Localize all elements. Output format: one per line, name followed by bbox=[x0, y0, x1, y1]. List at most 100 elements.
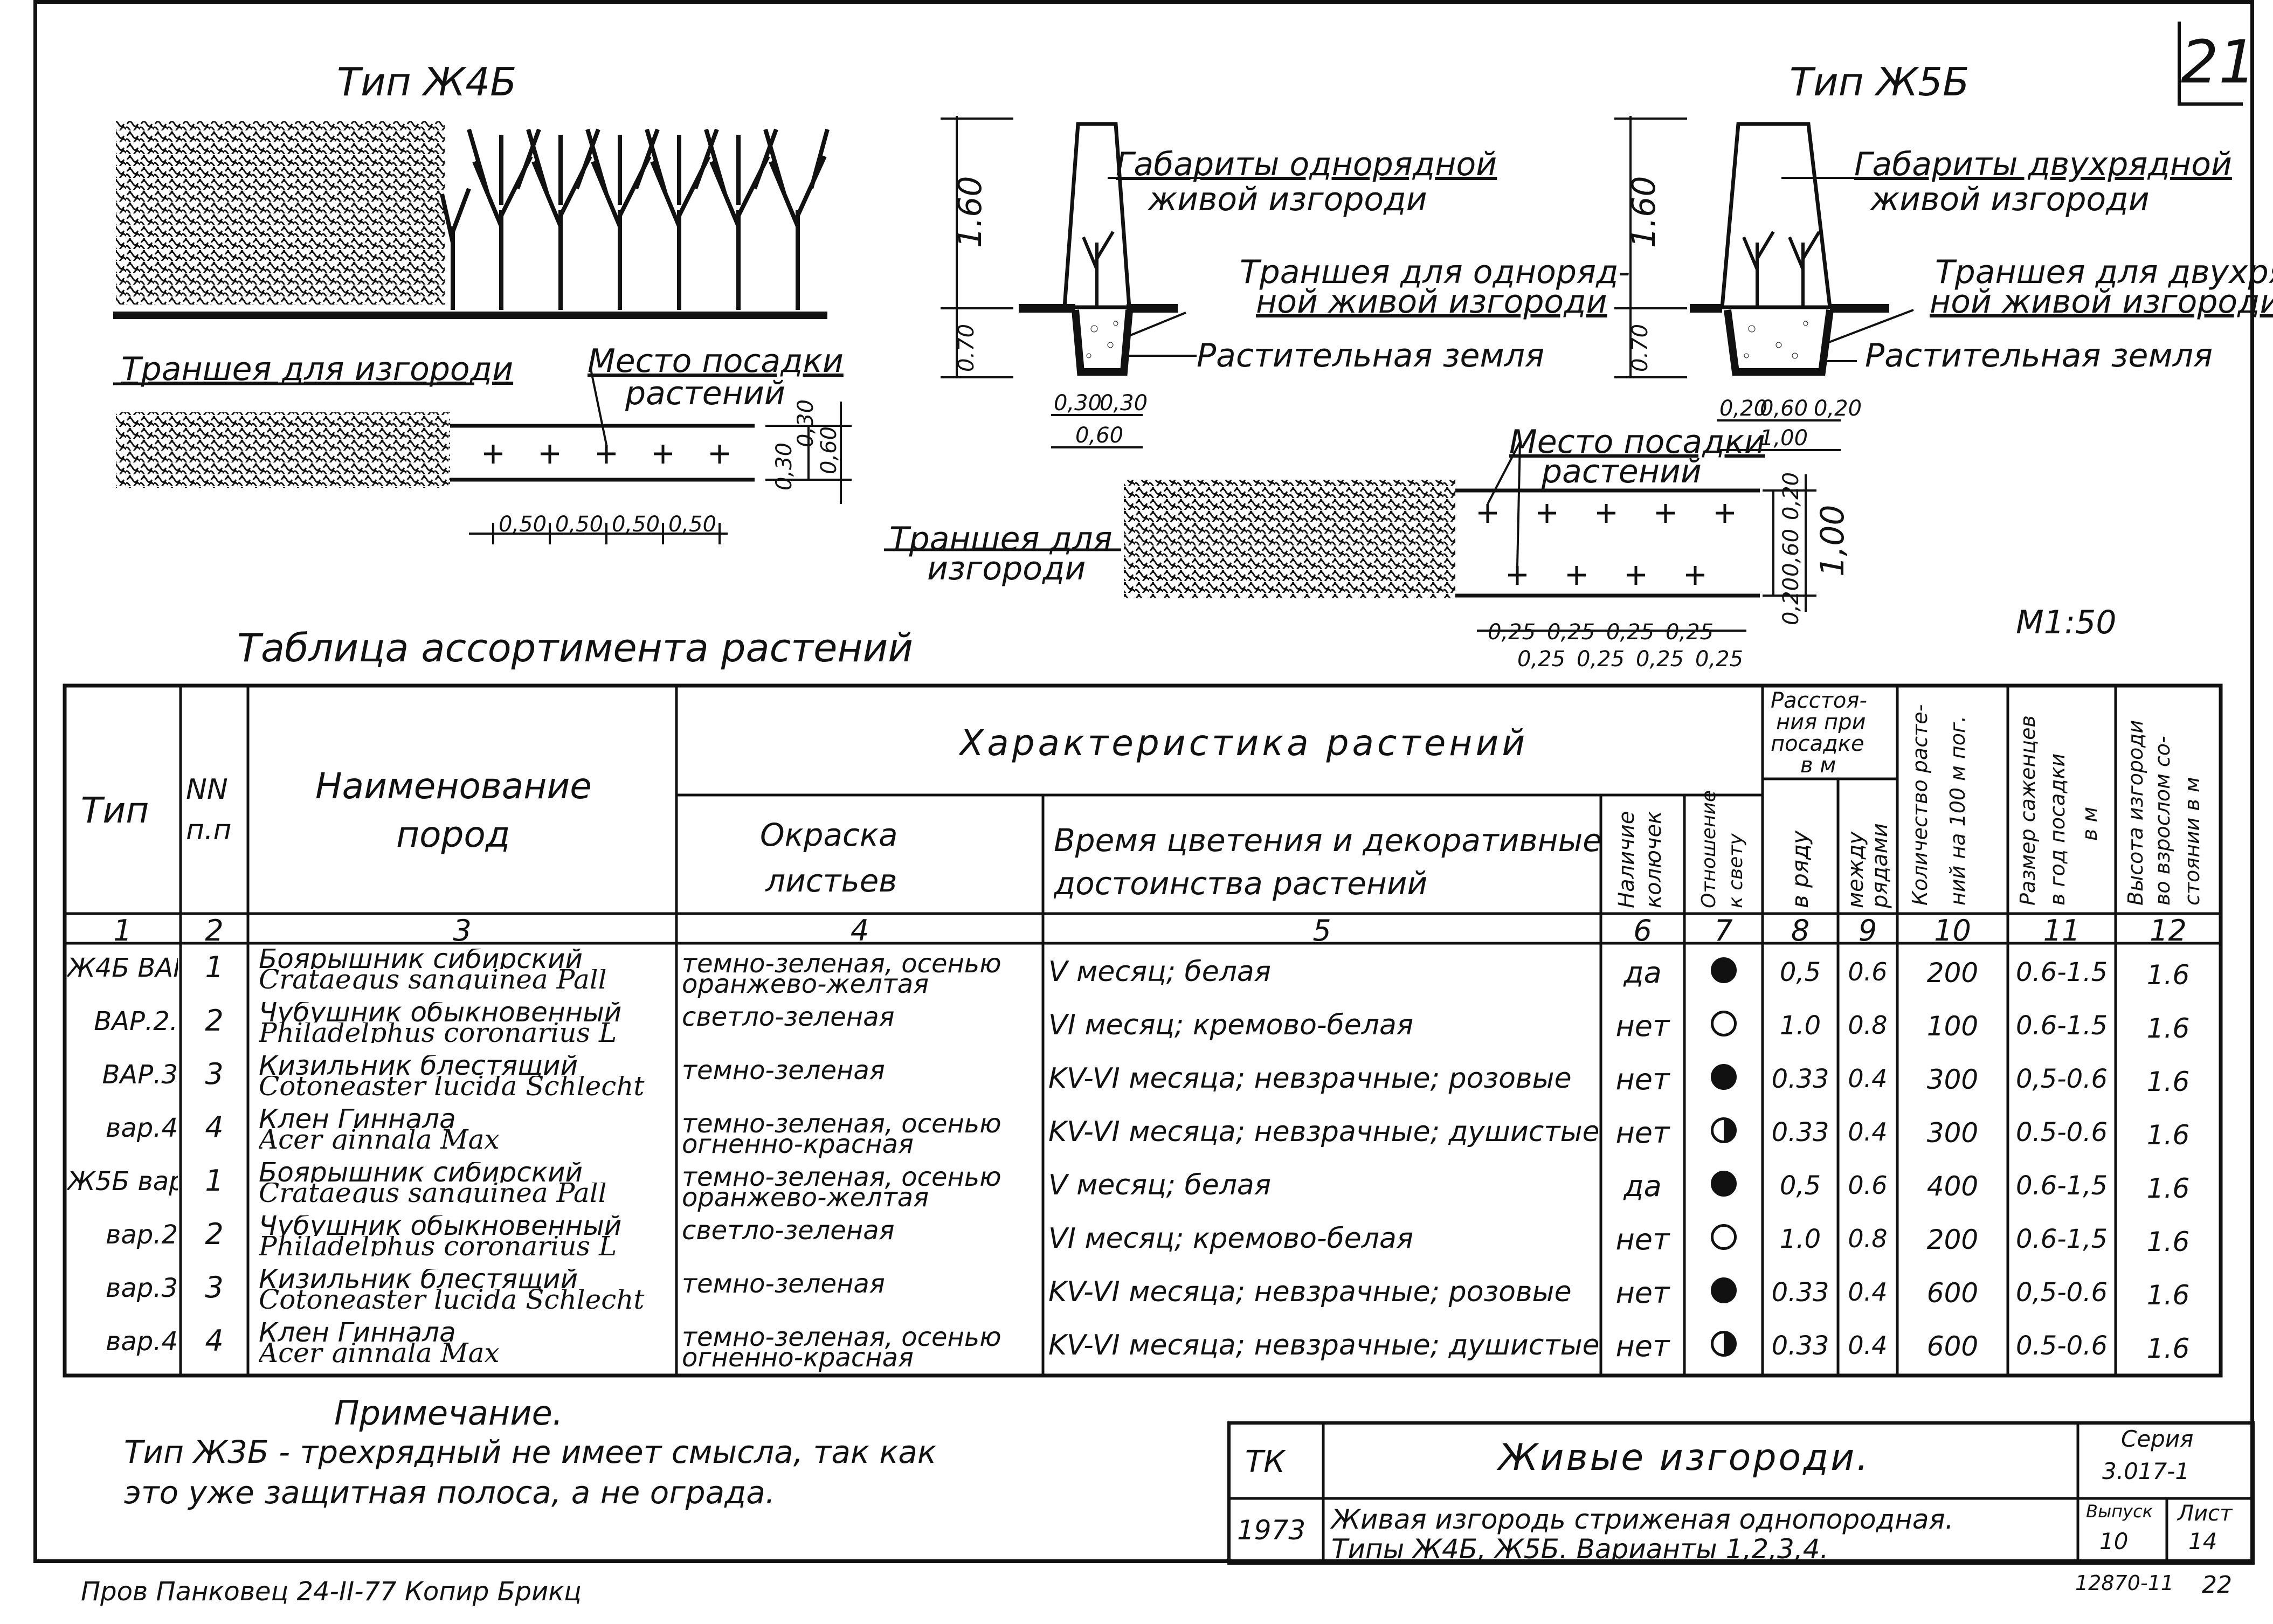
note-line-1: Тип Ж3Б - трехрядный не имеет смысла, та… bbox=[124, 1434, 937, 1470]
right-plan bbox=[884, 441, 1816, 632]
row-height: 1.6 bbox=[2146, 1226, 2190, 1257]
row-size: 0.6-1.5 bbox=[2016, 957, 2108, 987]
row-color-2: оранжево-желтая bbox=[682, 969, 929, 999]
row-count: 300 bbox=[1926, 1064, 1979, 1095]
double-soil: Растительная земля bbox=[1865, 337, 2213, 375]
row-color-1: темно-зеленая bbox=[682, 1055, 885, 1086]
row-between: 0.8 bbox=[1848, 1224, 1888, 1253]
row-name-latin: Crataegus sanguinea Pall bbox=[259, 1183, 607, 1203]
note-title: Примечание. bbox=[334, 1393, 563, 1433]
row-light bbox=[1684, 1171, 1763, 1197]
column-number-11: 11 bbox=[2043, 914, 2081, 948]
row-name-ru: Клен Гиннала bbox=[259, 1109, 456, 1129]
header-type: Тип bbox=[81, 790, 149, 831]
single-trench-1: Траншея для одноряд- bbox=[1240, 253, 1631, 291]
row-light bbox=[1684, 1224, 1763, 1250]
row-color-1: темно-зеленая, осенью bbox=[682, 949, 1001, 979]
row-bloom: KV-VI месяца; невзрачные; душистые bbox=[1048, 1116, 1598, 1148]
left-plan-side-3: 0,60 bbox=[817, 426, 841, 474]
row-name-latin: Philadelphus coronarius L bbox=[259, 1236, 617, 1256]
type-left-title: Тип Ж4Б bbox=[337, 59, 517, 105]
row-count: 400 bbox=[1926, 1171, 1979, 1202]
right-plan-bottom-dim-2: 0,25 bbox=[1577, 647, 1625, 672]
row-height: 1.6 bbox=[2146, 1066, 2190, 1097]
row-bloom: KV-VI месяца; невзрачные; душистые bbox=[1048, 1329, 1598, 1362]
row-color-2: оранжево-желтая bbox=[682, 1183, 929, 1213]
row-between: 0.8 bbox=[1848, 1011, 1888, 1040]
double-bottom-dim-1: 0,20 bbox=[1719, 396, 1768, 421]
double-height-bottom: 0.70 bbox=[1628, 323, 1653, 372]
row-bloom: VI месяц; кремово-белая bbox=[1048, 1222, 1414, 1255]
column-number-8: 8 bbox=[1791, 914, 1810, 948]
row-count: 200 bbox=[1926, 957, 1979, 989]
column-number-6: 6 bbox=[1633, 914, 1652, 948]
row-size: 0,5-0.6 bbox=[2016, 1064, 2108, 1094]
header-size-1: Размер саженцев bbox=[2016, 715, 2040, 906]
table-title: Таблица ассортимента растений bbox=[237, 625, 914, 671]
single-soil: Растительная земля bbox=[1197, 337, 1545, 375]
stamp-title: Живые изгороди. bbox=[1498, 1436, 1870, 1479]
double-gabarit-2: живой изгороди bbox=[1870, 181, 2150, 218]
single-bottom-dim-1: 0,30 bbox=[1054, 391, 1102, 416]
right-plan-side-4: 1,00 bbox=[1814, 505, 1851, 577]
row-thorns: нет bbox=[1615, 1062, 1670, 1096]
row-count: 600 bbox=[1926, 1277, 1979, 1309]
row-count: 100 bbox=[1926, 1011, 1979, 1042]
row-light bbox=[1684, 1064, 1763, 1090]
stamp-org: ТК bbox=[1245, 1445, 1285, 1480]
row-in-row: 0.33 bbox=[1771, 1064, 1829, 1094]
header-bloom-1: Время цветения и декоративные bbox=[1054, 822, 1602, 859]
footer-page: 22 bbox=[2202, 1571, 2232, 1599]
row-name-ru: Боярышник сибирский bbox=[259, 949, 583, 969]
double-bottom-dim-2: 0,60 bbox=[1760, 396, 1808, 421]
right-place-label-2: растений bbox=[1542, 453, 1702, 490]
header-light-1: Отношение bbox=[1698, 790, 1720, 908]
row-height: 1.6 bbox=[2146, 1173, 2190, 1204]
right-plan-top-dim-3: 0,25 bbox=[1606, 620, 1655, 645]
header-dist-2: ния при bbox=[1776, 711, 1866, 733]
row-name-ru: Боярышник сибирский bbox=[259, 1162, 583, 1183]
row-height: 1.6 bbox=[2146, 959, 2190, 991]
double-height-top: 1.60 bbox=[1625, 176, 1663, 248]
row-name-latin: Crataegus sanguinea Pall bbox=[259, 969, 607, 990]
row-bloom: KV-VI месяца; невзрачные; розовые bbox=[1048, 1062, 1572, 1095]
header-size-2: в год посадки bbox=[2046, 753, 2069, 906]
left-trench-label: Траншея для изгороди bbox=[121, 350, 514, 388]
row-bloom: VI месяц; кремово-белая bbox=[1048, 1009, 1414, 1041]
single-height-top: 1.60 bbox=[951, 176, 989, 248]
stamp-grid bbox=[1227, 1421, 2255, 1565]
right-trench-label-1: Траншея для bbox=[889, 520, 1113, 558]
single-gabarit-2: живой изгороди bbox=[1148, 181, 1427, 218]
sheet-number: 21 bbox=[2178, 22, 2256, 106]
left-place-label-1: Место посадки bbox=[588, 342, 844, 380]
scale-label: М1:50 bbox=[2016, 604, 2117, 641]
row-light bbox=[1684, 1277, 1763, 1303]
double-trench-1: Траншея для двухряд- bbox=[1935, 253, 2273, 291]
row-type: Ж5Б вар.1 bbox=[67, 1166, 178, 1197]
row-height: 1.6 bbox=[2146, 1280, 2190, 1311]
single-trench-2: ной живой изгороди bbox=[1256, 283, 1607, 321]
row-thorns: нет bbox=[1615, 1009, 1670, 1043]
row-bloom: KV-VI месяца; невзрачные; розовые bbox=[1048, 1276, 1572, 1308]
row-type: вар.3 bbox=[106, 1273, 178, 1303]
double-bottom-dim-3: 0,20 bbox=[1814, 396, 1862, 421]
row-color-1: светло-зеленая bbox=[682, 1002, 895, 1032]
row-number: 1 bbox=[205, 1164, 224, 1198]
row-color-2: огненно-красная bbox=[682, 1129, 914, 1159]
left-plan-spacing-3: 0,50 bbox=[612, 512, 660, 537]
right-plan-side-1: 0,20 bbox=[1779, 577, 1804, 625]
row-count: 200 bbox=[1926, 1224, 1979, 1255]
column-number-5: 5 bbox=[1312, 914, 1331, 948]
column-number-1: 1 bbox=[113, 914, 132, 948]
right-place-label-1: Место посадки bbox=[1509, 423, 1765, 461]
row-number: 4 bbox=[205, 1110, 224, 1144]
row-in-row: 1.0 bbox=[1779, 1011, 1821, 1041]
row-height: 1.6 bbox=[2146, 1119, 2190, 1151]
row-in-row: 0.33 bbox=[1771, 1331, 1829, 1361]
row-count: 300 bbox=[1926, 1117, 1979, 1149]
right-trench-label-2: изгороди bbox=[927, 550, 1086, 588]
row-size: 0.5-0.6 bbox=[2016, 1331, 2108, 1361]
type-right-title: Тип Ж5Б bbox=[1790, 59, 1970, 105]
row-bloom: V месяц; белая bbox=[1048, 1169, 1272, 1201]
